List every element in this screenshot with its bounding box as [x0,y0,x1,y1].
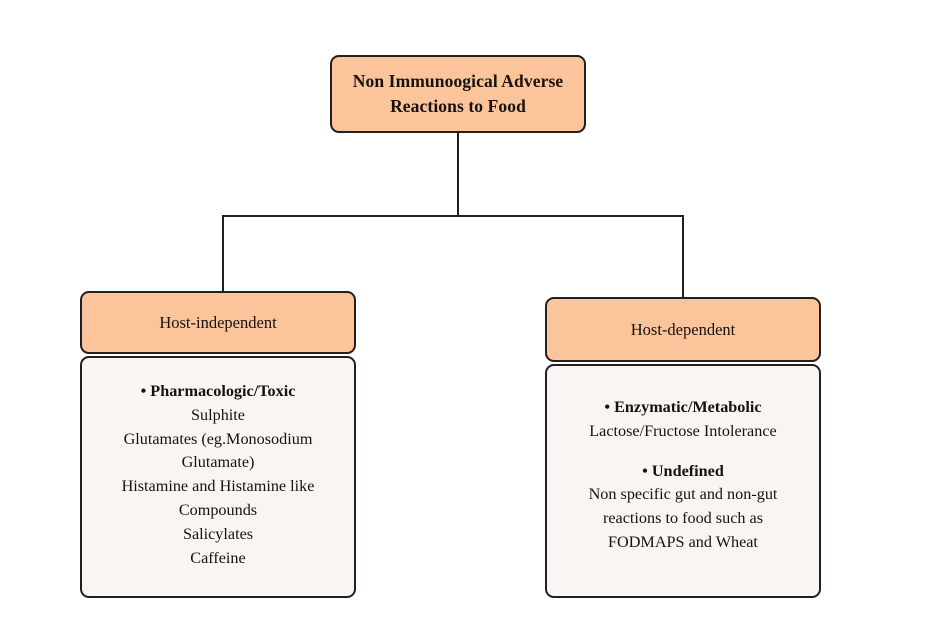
content-line: Histamine and Histamine like [121,477,315,496]
content-line: Lactose/Fructose Intolerance [589,421,777,440]
content-line: Sulphite [191,405,245,424]
branch-header-host-dependent: Host-dependent [545,297,821,362]
content-line: • Enzymatic/Metabolic [604,398,762,416]
content-line: reactions to food such as [602,509,764,528]
content-line: Caffeine [190,548,246,567]
content-line: • Undefined [642,461,724,480]
root-node: Non Immunoogical Adverse Reactions to Fo… [330,55,586,133]
root-node-label-line-1: Non Immunoogical Adverse [352,71,564,92]
branch-header-label: Host-dependent [630,319,736,339]
content-line: • Pharmacologic/Toxic [140,382,296,400]
connector-drop-right [682,215,684,299]
content-line: Compounds [178,501,258,520]
content-line: Non specific gut and non-gut [588,485,778,504]
branch-header-label: Host-independent [159,312,277,332]
content-line: Salicylates [182,524,254,543]
branch-header-host-independent: Host-independent [80,291,356,354]
content-line: Glutamate) [181,453,255,472]
root-node-label-line-2: Reactions to Food [390,96,526,116]
connector-drop-left [222,215,224,293]
content-line: FODMAPS and Wheat [608,533,758,552]
connector-trunk [457,133,459,216]
content-line: Glutamates (eg.Monosodium [123,429,313,448]
connector-horizontal-bar [222,215,684,217]
